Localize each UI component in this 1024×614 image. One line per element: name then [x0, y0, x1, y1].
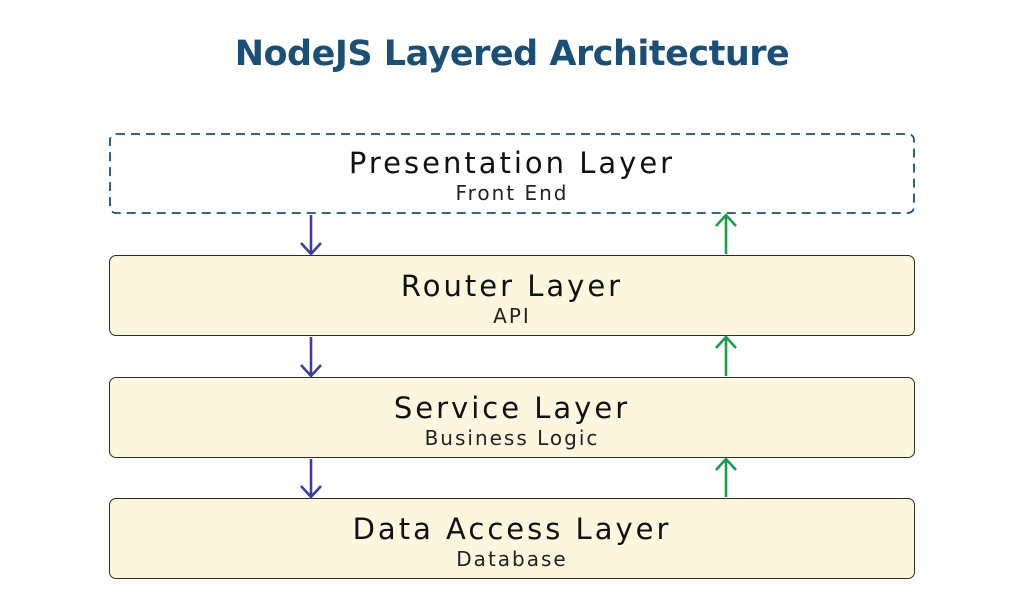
arrow-head — [715, 457, 737, 471]
dashed-border — [109, 133, 915, 214]
data-access-layer-box: Data Access Layer Database — [109, 498, 915, 579]
layer-subtitle: Business Logic — [424, 426, 600, 450]
layer-subtitle: Database — [456, 547, 568, 571]
layer-subtitle: Front End — [455, 181, 569, 205]
layer-name: Data Access Layer — [352, 512, 672, 546]
arrow-up-icon — [715, 335, 737, 376]
diagram-title: NodeJS Layered Architecture — [234, 34, 790, 74]
arrow-down-icon — [300, 459, 322, 499]
arrow-up-icon — [715, 457, 737, 497]
arrow-up-icon — [715, 213, 737, 254]
presentation-layer-box: Presentation Layer Front End — [109, 133, 915, 214]
layer-name: Router Layer — [400, 269, 624, 303]
router-layer-box: Router Layer API — [109, 255, 915, 336]
layer-subtitle: API — [493, 304, 531, 328]
arrow-head — [300, 485, 322, 499]
layer-name: Presentation Layer — [348, 146, 676, 180]
service-layer-box: Service Layer Business Logic — [109, 377, 915, 458]
arrow-down-icon — [300, 215, 322, 256]
arrow-down-icon — [300, 337, 322, 378]
arrow-head — [300, 364, 322, 378]
arrow-head — [715, 213, 737, 227]
arrow-head — [300, 242, 322, 256]
arrow-head — [715, 335, 737, 349]
layer-name: Service Layer — [393, 391, 631, 425]
